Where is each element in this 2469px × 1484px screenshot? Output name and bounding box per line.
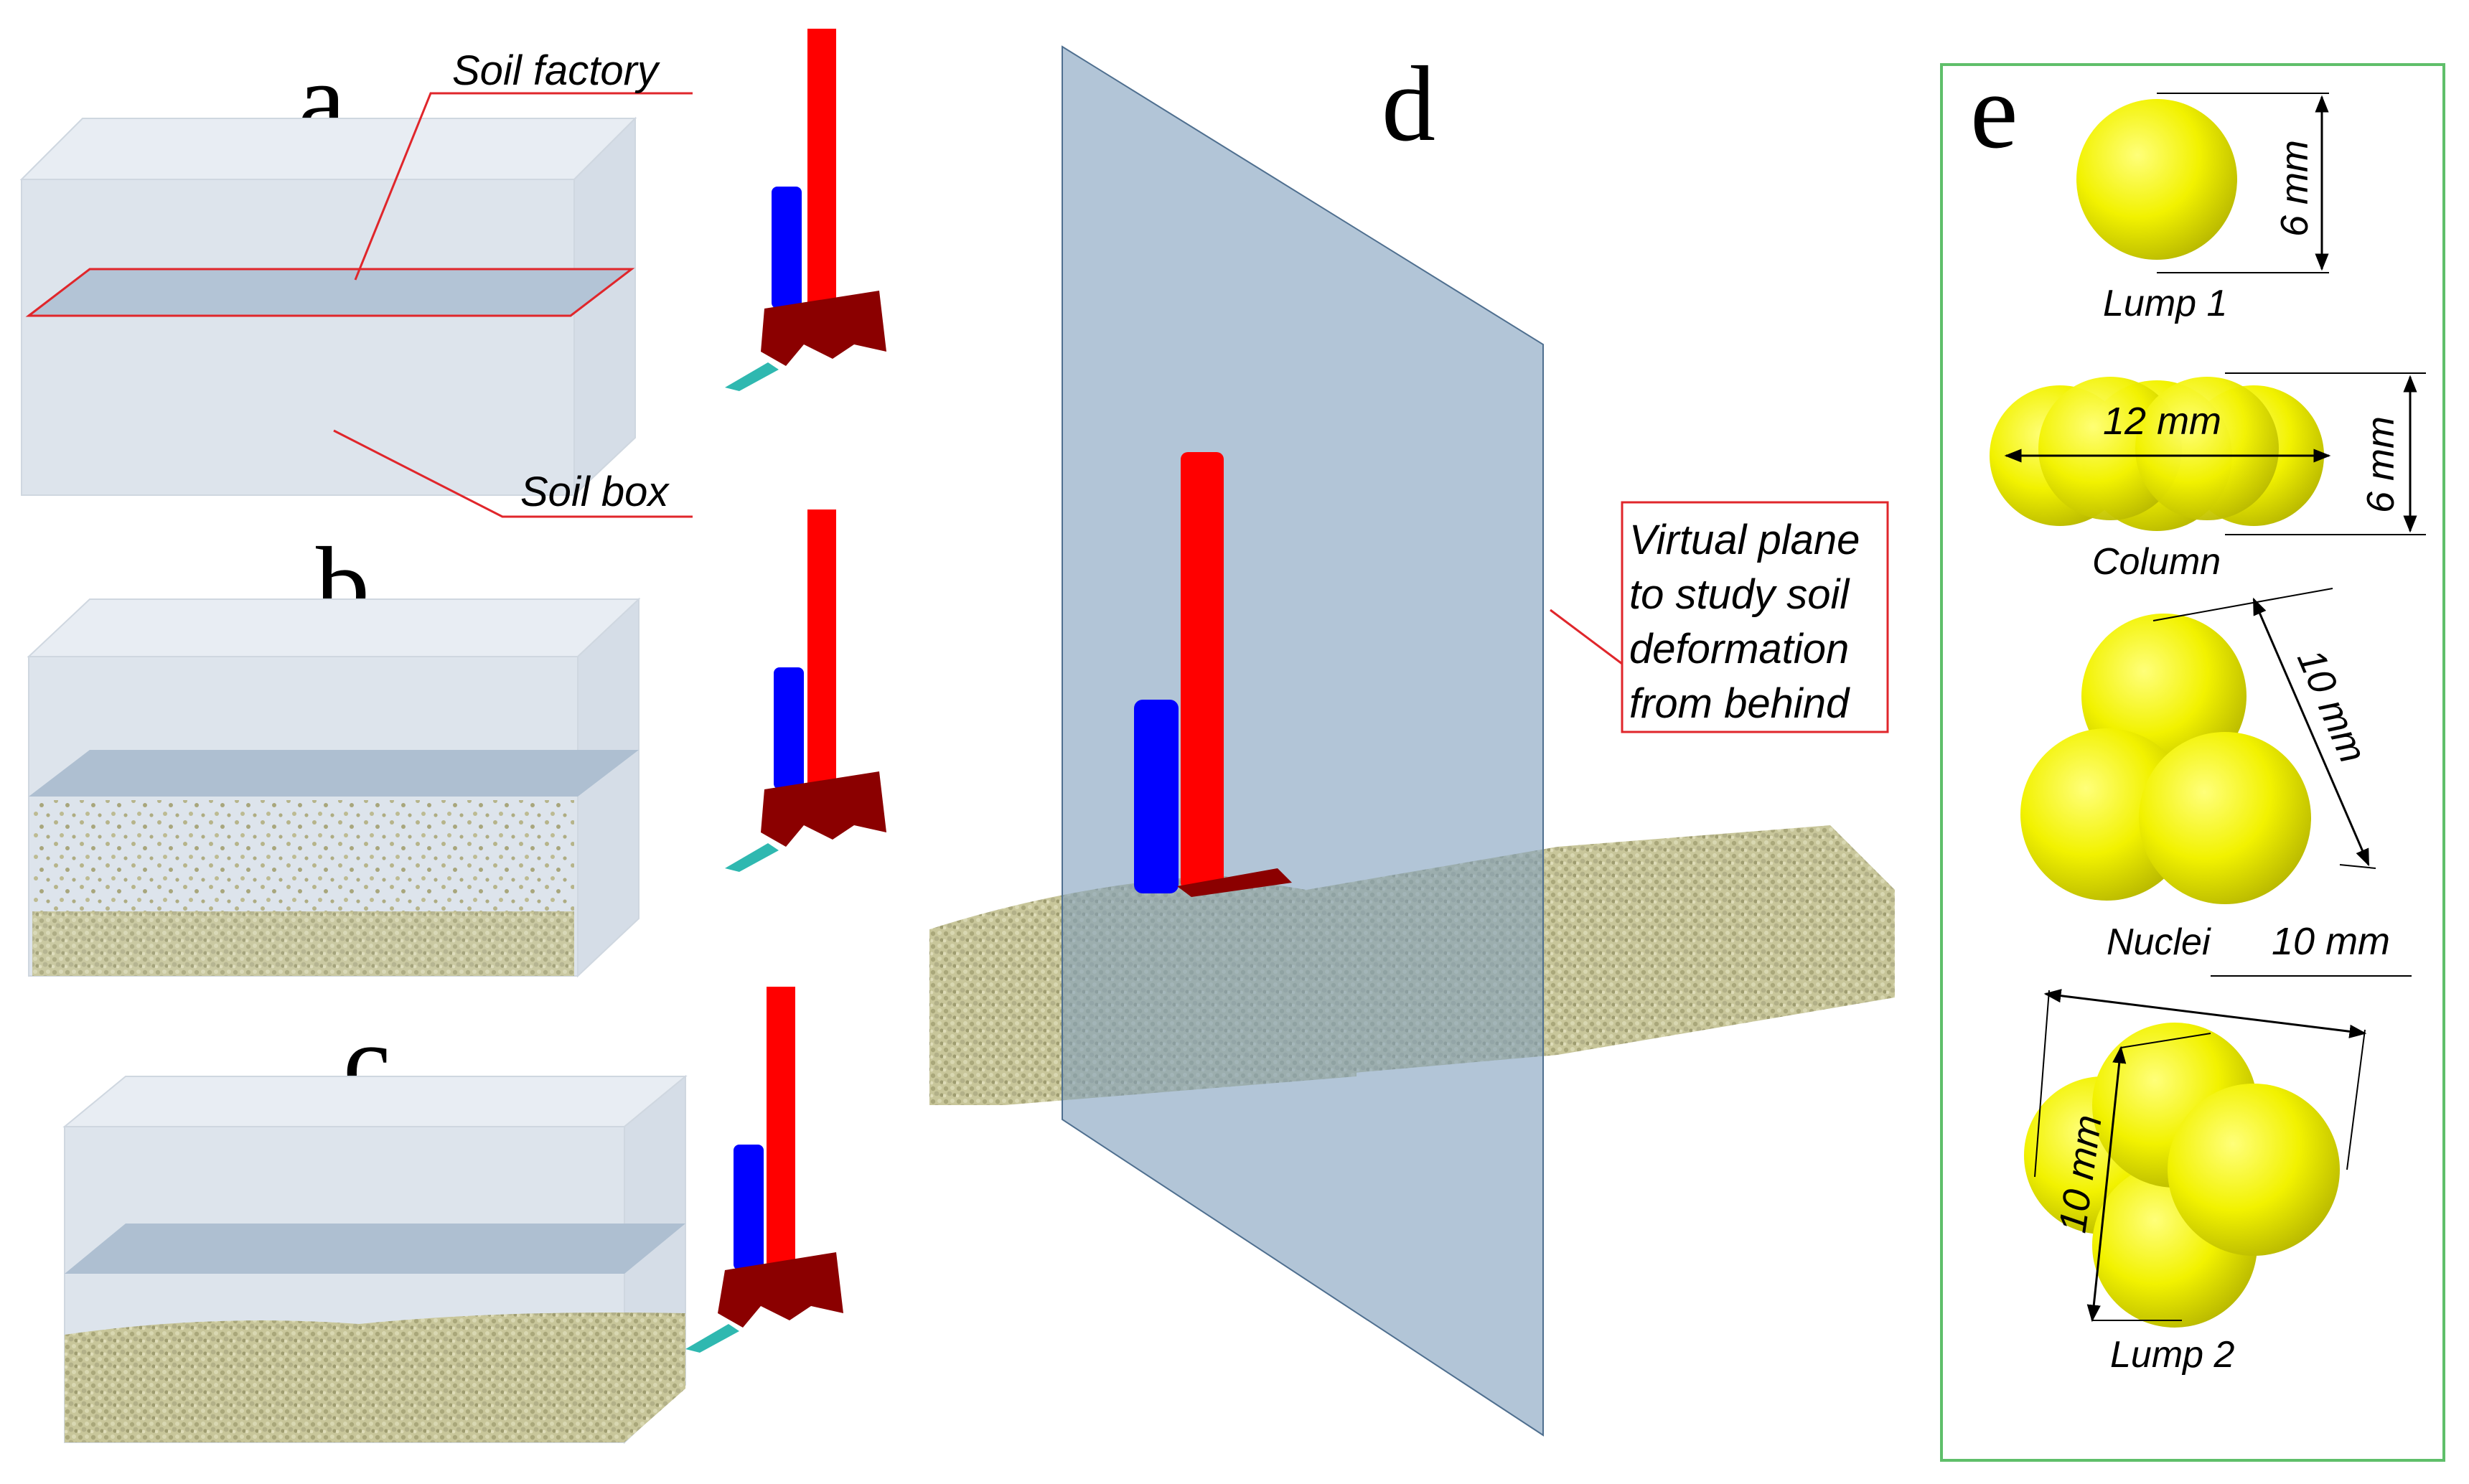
panel-d: d Virtual plane to study soil deformatio… xyxy=(929,44,1895,1437)
soil-box-c xyxy=(62,1074,688,1445)
lump1-dim-6mm: 6 mm xyxy=(2273,140,2316,237)
panel-label-e: e xyxy=(1970,52,2018,171)
soil-box-leader xyxy=(333,429,693,518)
tillage-tool-c xyxy=(685,987,843,1353)
lump1-label: Lump 1 xyxy=(2103,283,2227,324)
column-label: Column xyxy=(2092,541,2221,583)
panel-c: c xyxy=(62,987,843,1445)
panel-label-d: d xyxy=(1382,44,1435,164)
virtual-plane-line-2: to study soil xyxy=(1629,571,1850,618)
tillage-tool-d xyxy=(1134,452,1292,897)
nuclei-shape: 10 mm Nuclei 10 mm xyxy=(2020,588,2412,977)
soil-box-a xyxy=(19,116,637,497)
column-shape: 12 mm 6 mm Column xyxy=(1990,372,2426,583)
virtual-plane xyxy=(1062,45,1544,1437)
nuclei-dim-10mm: 10 mm xyxy=(2272,920,2390,963)
column-dim-6mm: 6 mm xyxy=(2359,416,2402,513)
panel-e: e 6 mm Lump 1 12 mm 6 mm Column xyxy=(1940,52,2445,1462)
virtual-plane-line-3: deformation xyxy=(1629,626,1849,672)
column-dim-12mm: 12 mm xyxy=(2103,400,2221,443)
virtual-plane-line-1: Virtual plane xyxy=(1629,517,1860,563)
tillage-tool-b xyxy=(725,509,886,872)
virtual-plane-callout-box xyxy=(1621,501,1889,733)
lump1-shape: 6 mm Lump 1 xyxy=(2076,93,2329,324)
soil-box-label: Soil box xyxy=(520,469,670,515)
panel-b: b xyxy=(27,509,886,978)
soil-factory-leader xyxy=(354,92,693,281)
panel-a: a Soil factory Soil box xyxy=(19,29,886,518)
lump2-label: Lump 2 xyxy=(2110,1334,2235,1376)
nuclei-label: Nuclei xyxy=(2107,921,2211,963)
virtual-plane-line-4: from behind xyxy=(1629,680,1850,727)
soil-factory-label: Soil factory xyxy=(452,47,660,94)
soil-box-b xyxy=(27,597,641,978)
soil-factory-plane-a xyxy=(25,268,635,317)
lump2-shape: 10 mm Lump 2 xyxy=(2024,989,2367,1376)
virtual-plane-leader xyxy=(1550,609,1623,665)
tillage-tool-a xyxy=(725,29,886,391)
